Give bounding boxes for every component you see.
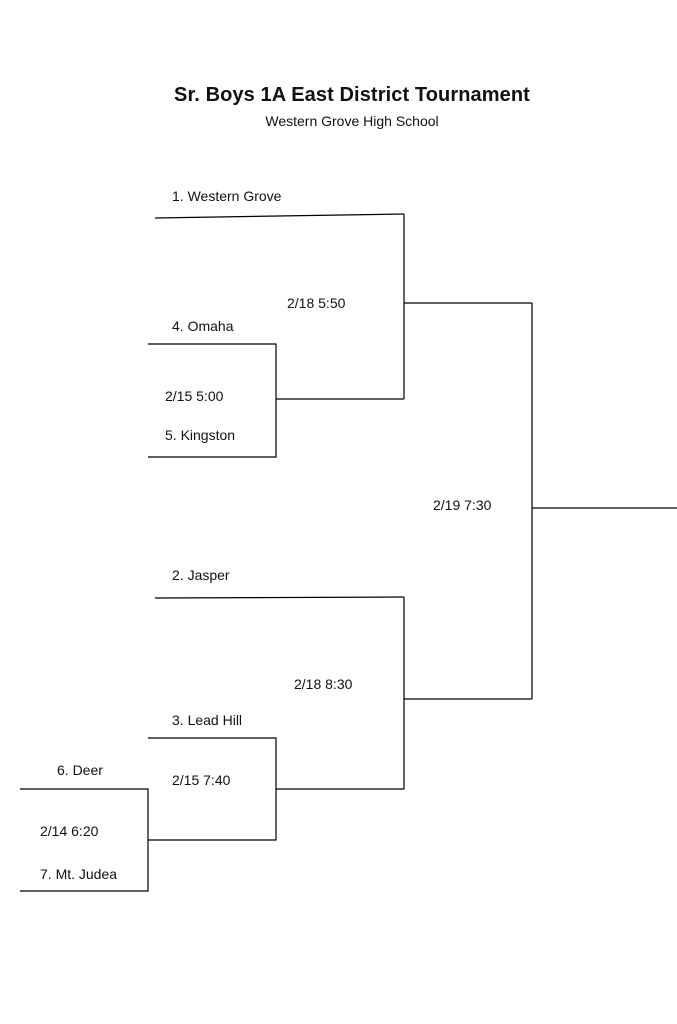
page-title: Sr. Boys 1A East District Tournament	[174, 84, 530, 106]
game-time-2-18-a: 2/18 5:50	[287, 295, 346, 311]
game-time-2-15-a: 2/15 5:00	[165, 388, 224, 404]
team-seed-1: 1. Western Grove	[172, 188, 282, 204]
bracket-line-omaha-kingston	[148, 343, 277, 458]
game-time-2-14: 2/14 6:20	[40, 823, 99, 839]
bracket-line-seed1	[154, 213, 405, 219]
page-subtitle: Western Grove High School	[265, 113, 439, 129]
game-time-2-18-b: 2/18 8:30	[294, 676, 353, 692]
team-seed-7: 7. Mt. Judea	[40, 866, 118, 882]
team-seed-2: 2. Jasper	[172, 567, 230, 583]
team-seed-4: 4. Omaha	[172, 318, 234, 334]
bracket-line-deer-judea	[20, 788, 149, 892]
bracket-line-seed2	[154, 596, 405, 599]
bracket-line-leadhill-box	[148, 737, 277, 841]
team-seed-3: 3. Lead Hill	[172, 712, 243, 728]
game-time-2-15-b: 2/15 7:40	[172, 772, 231, 788]
team-seed-5: 5. Kingston	[165, 427, 236, 443]
game-time-2-19: 2/19 7:30	[433, 497, 492, 513]
team-seed-6: 6. Deer	[57, 762, 103, 778]
